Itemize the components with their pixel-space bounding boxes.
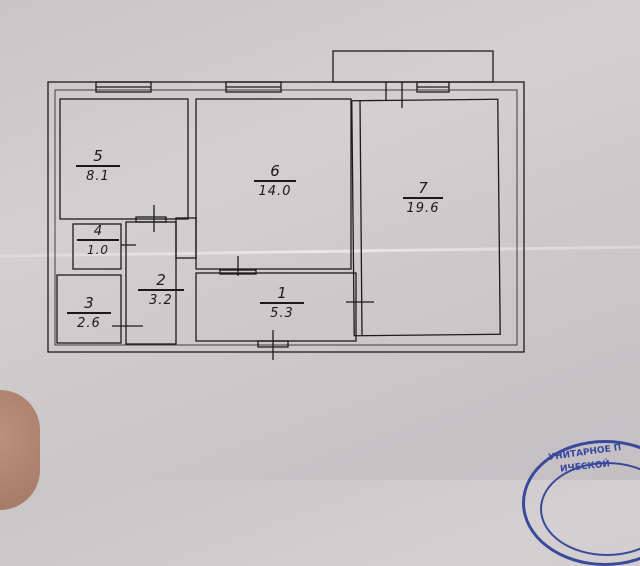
room-5-label: 5 8.1 xyxy=(76,148,120,184)
room-number: 1 xyxy=(277,284,287,302)
room-area: 8.1 xyxy=(86,169,110,184)
fraction-bar xyxy=(138,289,184,291)
room-2-label: 2 3.2 xyxy=(138,272,184,308)
finger-in-photo xyxy=(0,390,40,510)
room-area: 1.0 xyxy=(86,243,110,257)
floor-plan-drawing xyxy=(47,50,525,360)
room-area: 2.6 xyxy=(77,316,101,331)
fraction-bar xyxy=(76,165,120,167)
fraction-bar xyxy=(77,239,119,241)
room-number: 4 xyxy=(93,224,103,239)
room-7-label: 7 19.6 xyxy=(403,180,443,216)
room-number: 7 xyxy=(418,179,428,197)
room-number: 5 xyxy=(93,147,103,165)
room-area: 5.3 xyxy=(270,306,294,321)
room-6-label: 6 14.0 xyxy=(254,163,296,199)
fraction-bar xyxy=(67,312,111,314)
room-1-label: 1 5.3 xyxy=(260,285,304,321)
room-number: 2 xyxy=(156,271,166,289)
room-area: 19.6 xyxy=(406,201,440,216)
room-4-label: 4 1.0 xyxy=(77,225,119,258)
room-number: 3 xyxy=(84,294,94,312)
room-area: 14.0 xyxy=(258,184,292,199)
fraction-bar xyxy=(254,180,296,182)
room-3-label: 3 2.6 xyxy=(67,295,111,331)
room-number: 6 xyxy=(270,162,280,180)
paper-sheet: 5 8.1 6 14.0 7 19.6 4 1.0 3 2.6 2 3.2 1 … xyxy=(0,50,640,566)
fraction-bar xyxy=(260,302,304,304)
fraction-bar xyxy=(403,197,443,199)
room-area: 3.2 xyxy=(149,293,173,308)
